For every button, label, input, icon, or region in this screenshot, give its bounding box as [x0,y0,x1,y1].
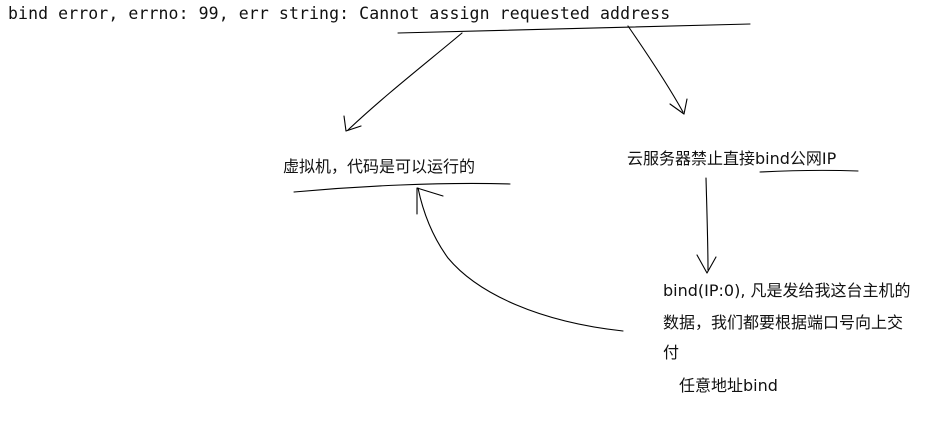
vm-underline [293,182,511,193]
cloud-server-note: 云服务器禁止直接bind公网IP [627,149,837,168]
arrow-to-vm-head [343,115,362,132]
bind-any-note-line-2: 数据，我们都要根据端口号向上交 [663,313,904,332]
bind-any-note-line-1: bind(IP:0), 凡是发给我这台主机的 [663,281,911,300]
bind-any-note-line-3: 付 [663,343,680,362]
arrow-to-cloud-shaft [627,25,684,113]
cloud-underline [759,169,859,173]
error-underline [397,23,751,34]
arrow-to-bind-any-head [696,254,717,274]
any-address-label: 任意地址bind [679,376,778,395]
arrow-to-cloud-head [669,98,688,115]
arrow-to-bind-any-shaft [705,177,709,271]
arrow-back-to-vm-shaft [417,187,624,332]
vm-note: 虚拟机，代码是可以运行的 [283,157,476,176]
error-message: bind error, errno: 99, err string: Canno… [8,4,671,23]
arrow-to-vm-shaft [347,32,463,131]
arrow-back-to-vm-head [416,187,444,215]
